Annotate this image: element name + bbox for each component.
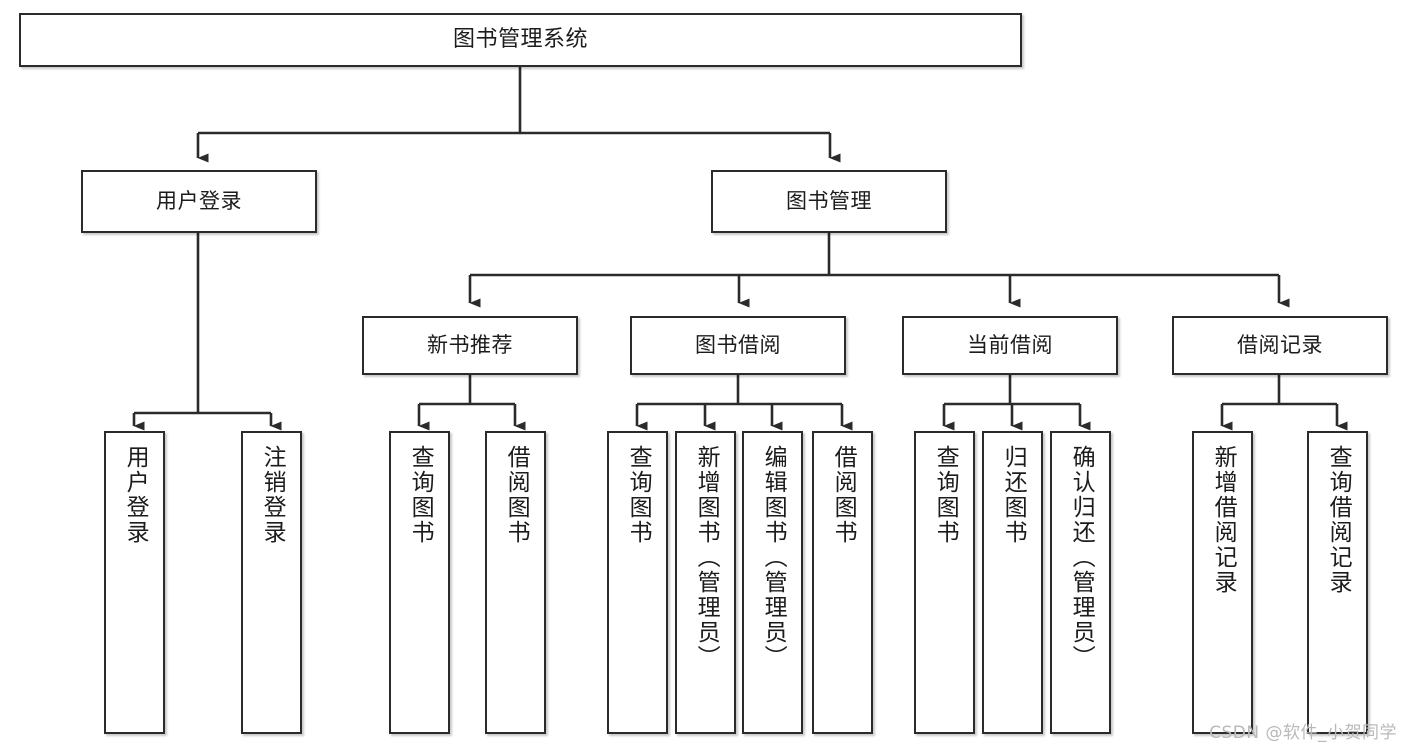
node-book-borrow[interactable]: 图书借阅 [630, 316, 846, 375]
node-label: 查询图书 [407, 445, 434, 545]
node-label: 查询图书 [932, 445, 959, 545]
node-label: 查询借阅记录 [1325, 445, 1352, 595]
node-label: 编辑图书（管理员） [760, 445, 787, 670]
node-label: 借阅图书 [830, 445, 857, 545]
node-label: 当前借阅 [967, 332, 1053, 357]
node-user-login[interactable]: 用户登录 [81, 170, 317, 233]
node-root-library-system[interactable]: 图书管理系统 [19, 13, 1022, 67]
node-current-borrow[interactable]: 当前借阅 [902, 316, 1118, 375]
node-label: 新书推荐 [427, 332, 513, 357]
node-label: 归还图书 [1000, 445, 1027, 545]
node-label: 用户登录 [122, 445, 149, 545]
node-label: 图书管理 [786, 188, 872, 213]
node-label: 用户登录 [156, 188, 242, 213]
node-new-book-recommend[interactable]: 新书推荐 [362, 316, 578, 375]
node-borrow-record[interactable]: 借阅记录 [1172, 316, 1388, 375]
node-label: 借阅图书 [503, 445, 530, 545]
leaf-borrow-query-book[interactable]: 查询图书 [607, 431, 668, 734]
leaf-record-add-record[interactable]: 新增借阅记录 [1192, 431, 1253, 734]
leaf-record-query-record[interactable]: 查询借阅记录 [1307, 431, 1368, 734]
node-book-management[interactable]: 图书管理 [711, 170, 947, 233]
node-label: 查询图书 [625, 445, 652, 545]
node-label: 借阅记录 [1237, 332, 1323, 357]
leaf-current-confirm-return-admin[interactable]: 确认归还（管理员） [1050, 431, 1111, 734]
leaf-borrow-edit-book-admin[interactable]: 编辑图书（管理员） [742, 431, 803, 734]
node-label: 图书借阅 [695, 332, 781, 357]
leaf-borrow-borrow-book[interactable]: 借阅图书 [812, 431, 873, 734]
node-label: 新增借阅记录 [1210, 445, 1237, 595]
leaf-current-return-book[interactable]: 归还图书 [982, 431, 1043, 734]
leaf-recommend-query-book[interactable]: 查询图书 [389, 431, 450, 734]
leaf-borrow-add-book-admin[interactable]: 新增图书（管理员） [675, 431, 736, 734]
leaf-current-query-book[interactable]: 查询图书 [914, 431, 975, 734]
node-label: 确认归还（管理员） [1068, 445, 1095, 670]
leaf-user-login-signin[interactable]: 用户登录 [104, 431, 165, 734]
leaf-recommend-borrow-book[interactable]: 借阅图书 [485, 431, 546, 734]
node-label: 新增图书（管理员） [693, 445, 720, 670]
node-label: 图书管理系统 [452, 26, 588, 52]
node-label: 注销登录 [259, 445, 286, 545]
leaf-user-login-signout[interactable]: 注销登录 [241, 431, 302, 734]
